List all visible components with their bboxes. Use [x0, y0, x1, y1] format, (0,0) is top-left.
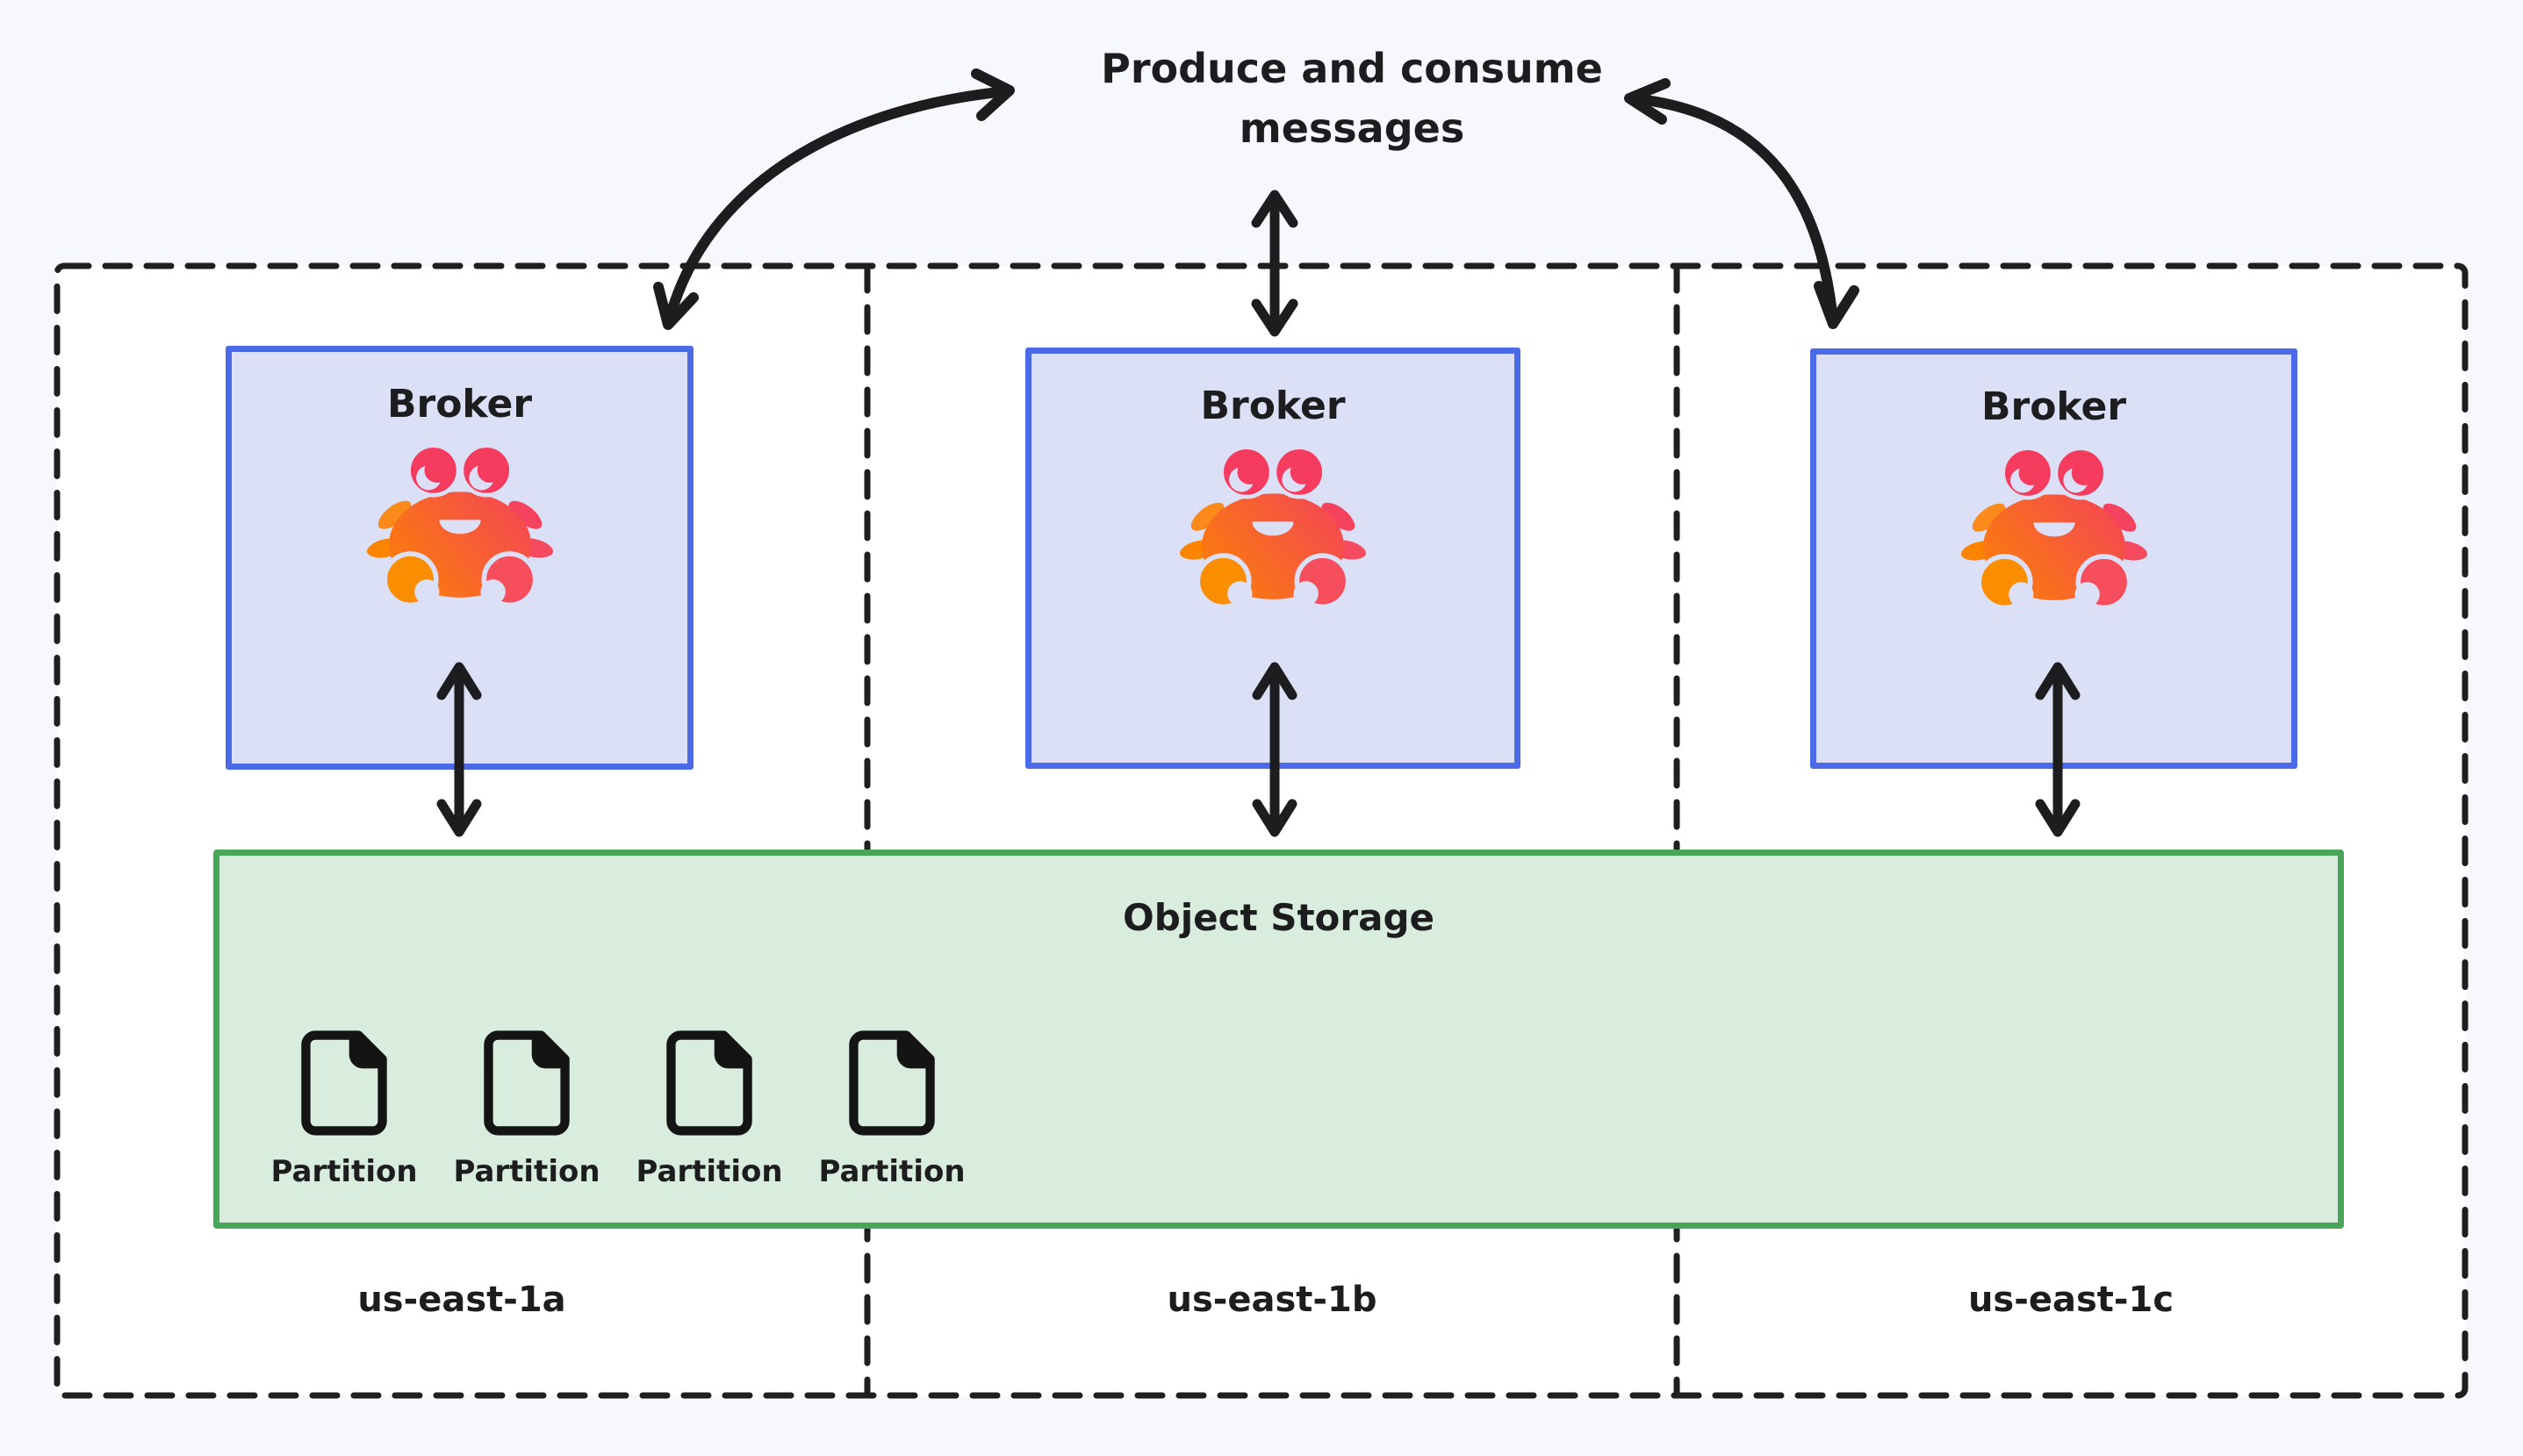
file-icon — [301, 1029, 387, 1137]
partition-item: Partition — [451, 1029, 602, 1189]
arrow-title-broker2 — [1251, 190, 1298, 337]
diagram-title-line2: messages — [1239, 104, 1465, 152]
broker-box-us-east-1c: Broker — [1810, 348, 2297, 769]
broker-label: Broker — [1200, 384, 1346, 428]
zone-label-us-east-1c: us-east-1c — [1967, 1280, 2174, 1320]
arrow-title-broker1 — [653, 68, 1015, 330]
broker-label: Broker — [386, 382, 533, 427]
partition-item: Partition — [634, 1029, 785, 1189]
file-icon — [484, 1029, 570, 1137]
partition-item: Partition — [269, 1029, 420, 1189]
diagram-title-line1: Produce and consume — [1101, 45, 1603, 92]
partitions-row: Partition Partition Partition Partition — [269, 1029, 967, 1189]
broker-label: Broker — [1980, 384, 2127, 429]
crab-logo-icon — [1174, 441, 1372, 614]
object-storage-title: Object Storage — [1122, 896, 1435, 939]
partition-item: Partition — [816, 1029, 967, 1189]
partition-label: Partition — [453, 1154, 600, 1189]
file-icon — [849, 1029, 935, 1137]
zone-label-us-east-1a: us-east-1a — [357, 1280, 566, 1320]
partition-label: Partition — [636, 1154, 783, 1189]
arrow-title-broker3 — [1624, 78, 1859, 329]
broker-box-us-east-1b: Broker — [1025, 348, 1520, 769]
diagram-title: Produce and consume messages — [1101, 39, 1603, 158]
partition-label: Partition — [270, 1154, 418, 1189]
crab-logo-icon — [361, 439, 559, 613]
zone-label-us-east-1b: us-east-1b — [1167, 1280, 1377, 1320]
file-icon — [666, 1029, 752, 1137]
crab-logo-icon — [1955, 441, 2153, 615]
partition-label: Partition — [818, 1154, 966, 1189]
broker-box-us-east-1a: Broker — [226, 346, 694, 770]
object-storage-box: Object Storage Partition Partition Parti… — [213, 850, 2344, 1229]
